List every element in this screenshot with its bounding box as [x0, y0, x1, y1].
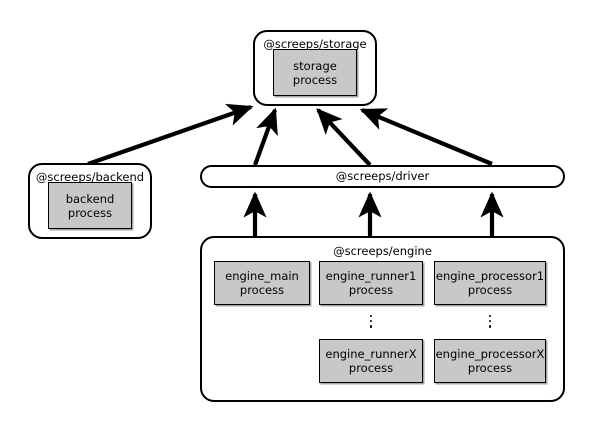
package-engine-label: @screeps/engine [333, 244, 432, 258]
process-backend[interactable]: backend process [48, 182, 132, 229]
process-engine-processor1-line1: engine_processor1 [435, 269, 545, 283]
process-engine-main-line1: engine_main [225, 269, 299, 283]
package-storage-label: @screeps/storage [263, 37, 367, 51]
process-engine-runnerx[interactable]: engine_runnerX process [319, 339, 423, 383]
process-backend-line2: process [67, 205, 113, 220]
arrow-backend-to-storage [87, 103, 254, 166]
process-backend-line1: backend [65, 191, 115, 206]
process-engine-processorx[interactable]: engine_processorX process [434, 339, 546, 383]
process-engine-processorx-line1: engine_processorX [435, 347, 545, 361]
process-storage-line1: storage [293, 58, 337, 73]
arrow-driver-to-storage-middle [316, 108, 372, 167]
process-engine-runnerx-line2: process [348, 361, 394, 375]
package-backend-label: @screeps/backend [35, 170, 145, 184]
process-engine-processorx-line2: process [467, 361, 513, 375]
process-engine-main-line2: process [239, 283, 285, 297]
process-engine-main[interactable]: engine_main process [214, 261, 310, 305]
ellipsis-processor-icon [485, 312, 495, 328]
process-storage-line2: process [292, 72, 338, 87]
process-engine-runner1-line2: process [348, 283, 394, 297]
process-engine-runner1[interactable]: engine_runner1 process [319, 261, 423, 305]
package-driver-label: @screeps/driver [335, 169, 430, 183]
process-engine-processor1[interactable]: engine_processor1 process [434, 261, 546, 305]
process-engine-processor1-line2: process [467, 283, 513, 297]
process-engine-runnerx-line1: engine_runnerX [325, 347, 417, 361]
process-storage[interactable]: storage process [273, 49, 357, 96]
package-driver[interactable]: @screeps/driver [200, 165, 565, 188]
ellipsis-runner-icon [366, 312, 376, 328]
process-engine-runner1-line1: engine_runner1 [325, 269, 417, 283]
arrow-driver-to-storage-left [253, 107, 278, 166]
arrow-driver-to-storage-right [359, 108, 493, 166]
